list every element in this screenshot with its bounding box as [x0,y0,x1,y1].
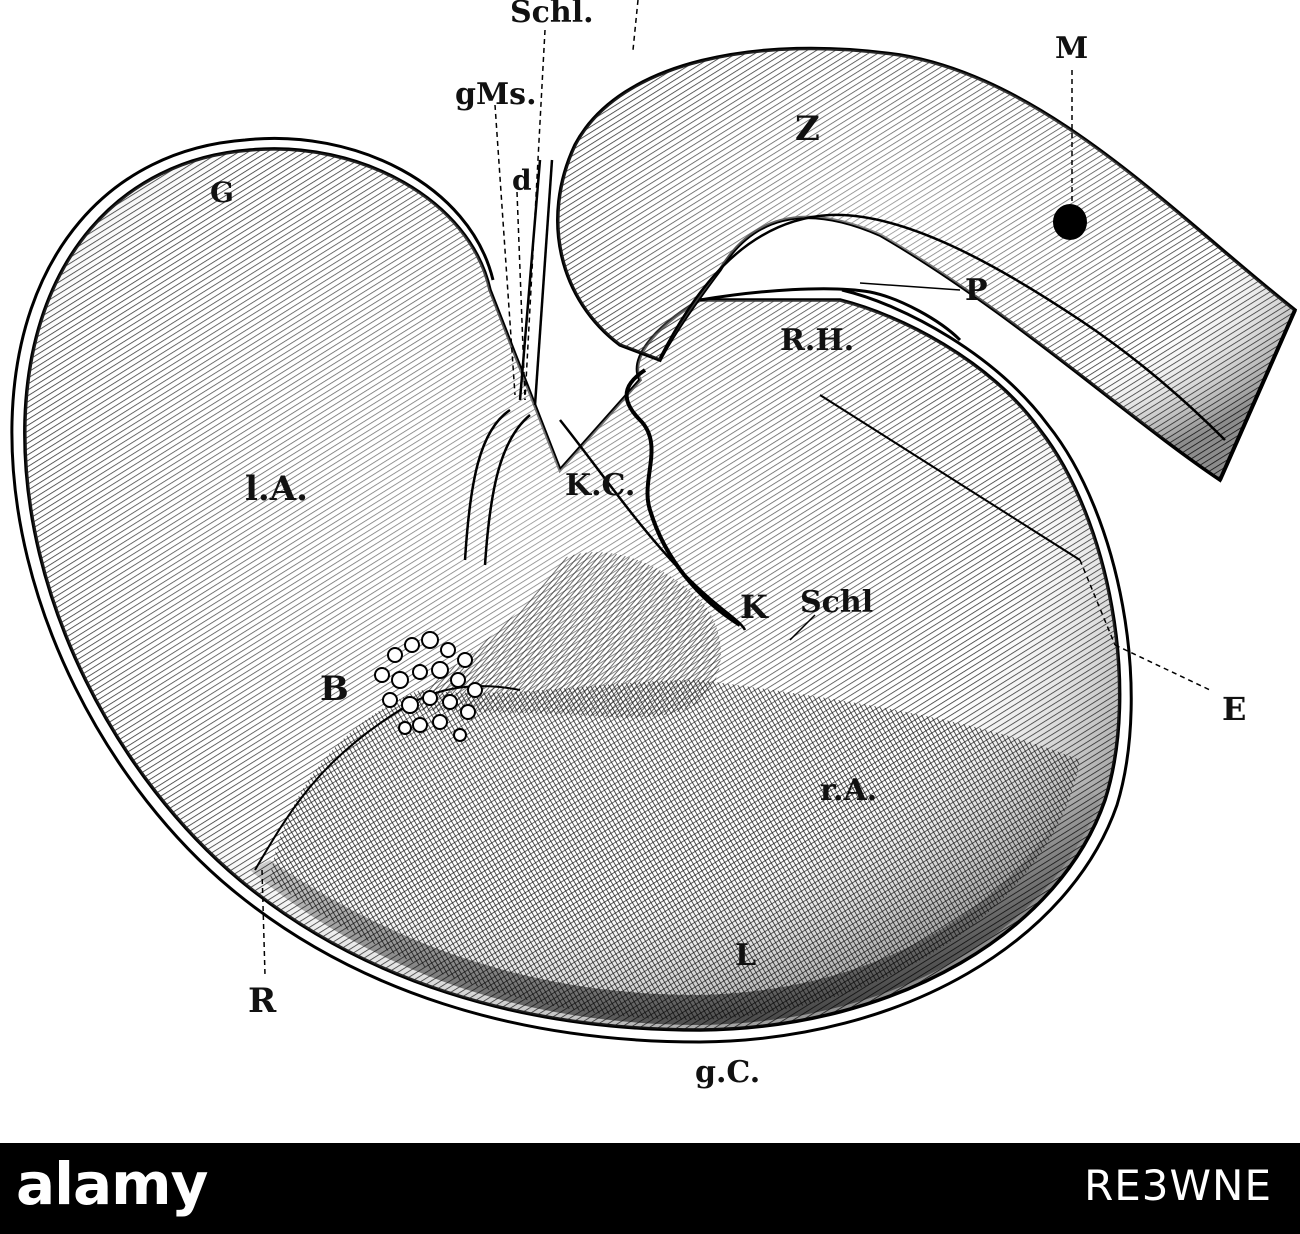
label-b: B [320,669,349,709]
label-m: M [1055,31,1088,66]
leader-E-solid [819,394,1081,561]
label-e: E [1222,690,1246,728]
label-r: R [248,981,277,1021]
gland-cluster-B [374,631,483,742]
label-k: K [740,588,769,626]
cardia-fold [624,368,742,627]
label-l: L [735,938,756,973]
intestine-tube-Z [556,46,1298,483]
leader-Schl [789,614,816,641]
label-ra: r.A. [820,773,877,808]
label-rh: R.H. [780,323,854,358]
opening-M [1053,204,1087,240]
stock-image-id: RE3WNE [1084,1161,1272,1210]
leader-lines [261,0,1211,976]
alamy-logo: alamy [16,1150,208,1218]
stomach-diagram: Schl. M gMs. Z d G P R.H. l.A. K.C. K Sc… [10,0,1298,1090]
central-fold-region [400,552,721,718]
label-p: P [965,273,988,308]
label-z: Z [795,109,820,149]
label-gms: gMs. [455,77,537,112]
label-kc: K.C. [565,468,635,503]
label-la: l.A. [245,469,308,509]
pylorus-fold [699,287,962,342]
lower-band-L [250,680,1100,1025]
leader-P [859,282,961,291]
esophagus [463,159,747,631]
watermark-footer: alamy RE3WNE [0,1143,1300,1234]
anatomical-illustration: Schl. M gMs. Z d G P R.H. l.A. K.C. K Sc… [10,0,1298,1090]
label-d: d [512,164,532,197]
label-gc: g.C. [695,1055,760,1090]
label-schl-top: Schl. [510,0,594,30]
label-g: G [210,176,234,209]
label-schl: Schl [800,585,873,620]
